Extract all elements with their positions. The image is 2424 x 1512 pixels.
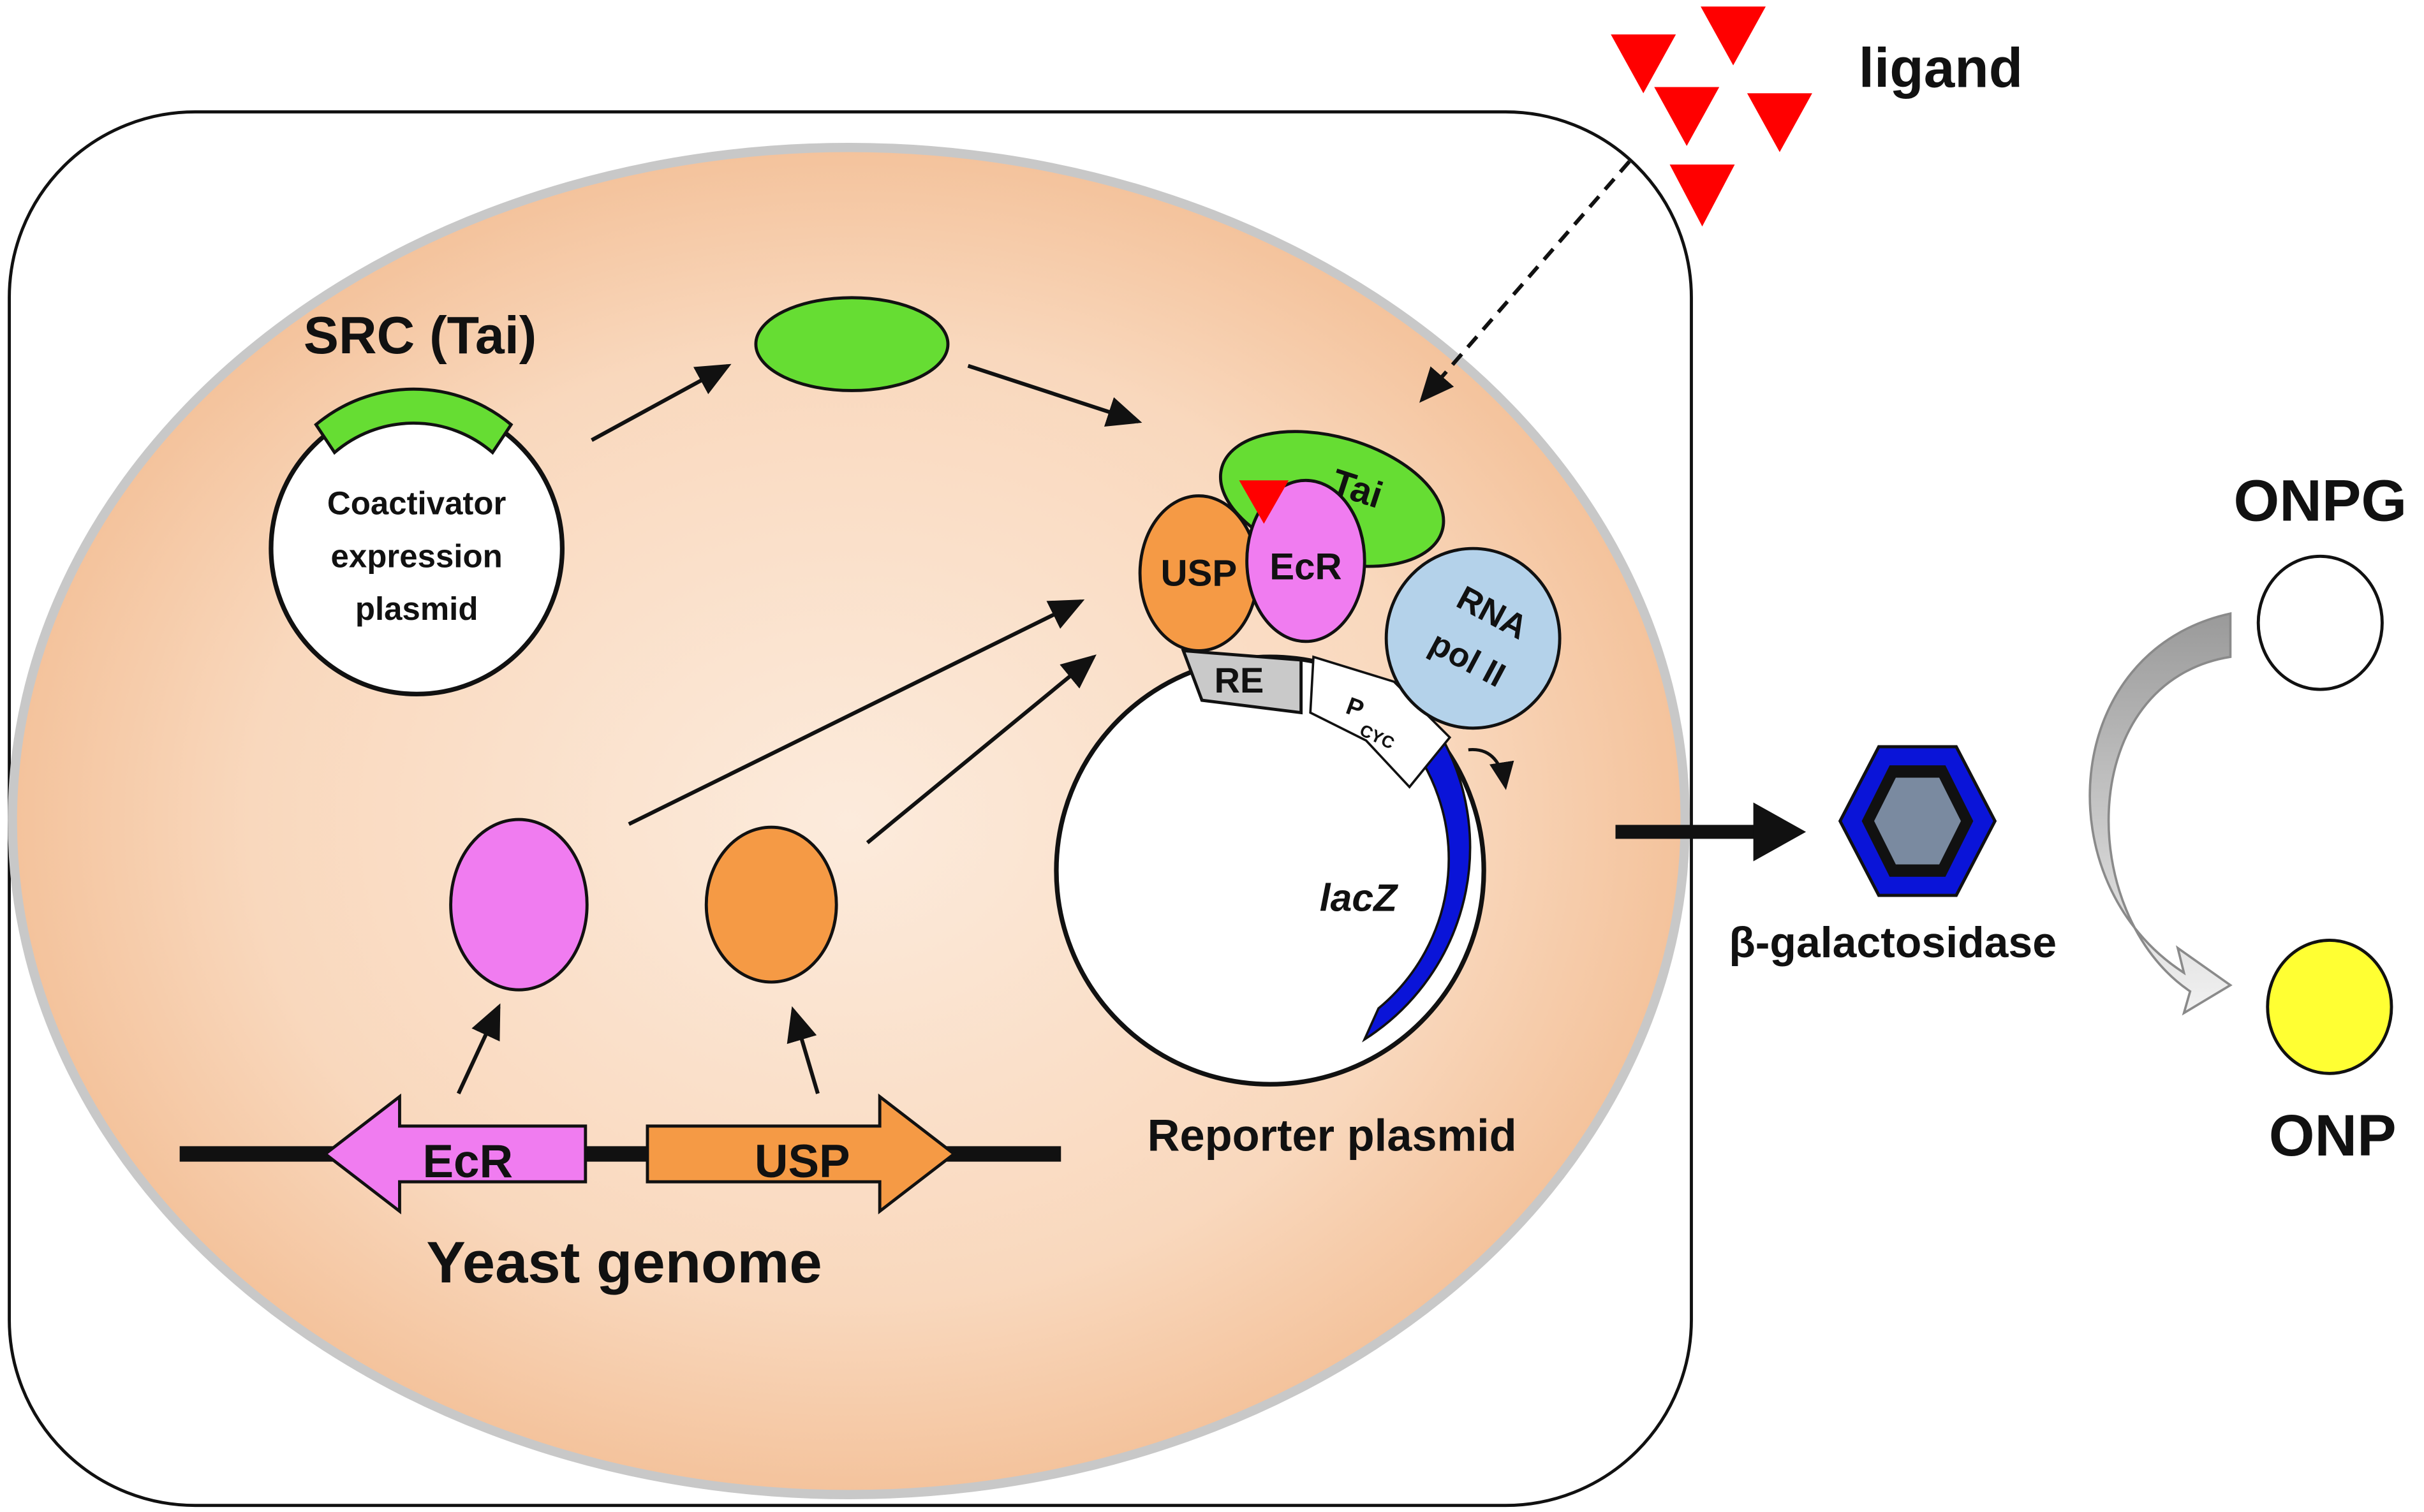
response-element [1181,649,1303,715]
transcription-start-arrow [1468,748,1514,790]
ecr-to-complex-arrow [628,599,1085,826]
ecr-gene-arrow [322,1093,588,1215]
usp-to-complex-arrow [866,654,1097,844]
ligand-label: ligand [1859,37,2023,99]
conversion-arrow [2088,612,2233,1016]
usp-gene-arrow [646,1093,957,1215]
onpg-label: ONPG [2233,467,2407,533]
lacz-label: lacZ [1320,876,1398,919]
yeast-genome-label: Yeast genome [426,1229,822,1295]
expression-arrow [591,363,732,442]
ligand-triangle [1701,6,1766,66]
reporter-plasmid-label: Reporter plasmid [1148,1110,1517,1161]
rna-pol-ii [1384,547,1562,730]
onp-label: ONP [2269,1102,2397,1168]
output-arrow-head [1753,802,1807,862]
ligand-entry-arrow [1419,160,1631,403]
usp-expression-arrow [787,1006,820,1094]
coactivator-label-line2: expression [331,538,503,574]
free-usp-protein [704,825,838,984]
onpg-circle [2256,554,2384,691]
pcyc-promoter [1309,655,1452,789]
src-label: SRC (Tai) [304,306,536,365]
ecr-gene-label: EcR [422,1136,513,1187]
beta-gal-label: β-galactosidase [1729,918,2057,967]
ligand-triangle [1747,93,1812,152]
tai-to-complex-arrow [967,363,1142,427]
lacz-gene [1362,730,1472,1043]
ligand-triangle [1669,164,1735,227]
free-ecr-protein [449,818,589,992]
beta-gal-inner [1874,777,1961,865]
re-label: RE [1215,660,1264,700]
coactivator-label-line3: plasmid [355,591,478,627]
ligand-molecules [1611,6,1812,227]
ligand-triangle [1611,34,1676,94]
complex-ecr-label: EcR [1269,547,1341,588]
coactivator-label-line1: Coactivator [327,485,506,522]
free-tai-protein [754,296,950,392]
onp-circle [2266,939,2393,1075]
complex-ecr-protein [1245,478,1366,643]
bound-ligand [1239,480,1289,524]
usp-gene-label: USP [755,1136,850,1187]
ligand-triangle [1654,87,1720,146]
complex-usp-label: USP [1160,552,1237,594]
ecr-expression-arrow [456,1003,501,1095]
src-tai-gene [314,387,514,455]
